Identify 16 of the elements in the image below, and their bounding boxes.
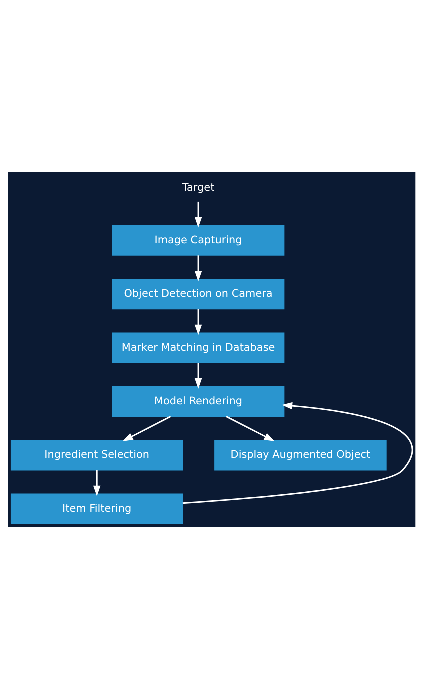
arrow — [194, 363, 202, 389]
arrow — [194, 256, 202, 282]
arrow — [182, 402, 414, 504]
node-box: Display Augmented Object — [214, 440, 387, 471]
node-box: Ingredient Selection — [10, 440, 184, 471]
node-text: Target — [182, 182, 215, 194]
node-box: Model Rendering — [112, 386, 285, 417]
node-box: Object Detection on Camera — [112, 279, 285, 310]
node-box: Image Capturing — [112, 225, 285, 256]
arrow — [122, 416, 172, 442]
node-box: Marker Matching in Database — [112, 332, 285, 364]
arrow — [194, 309, 202, 336]
arrow — [194, 202, 202, 228]
arrow — [226, 416, 275, 442]
node-box: Item Filtering — [10, 494, 184, 524]
arrow — [93, 470, 101, 496]
